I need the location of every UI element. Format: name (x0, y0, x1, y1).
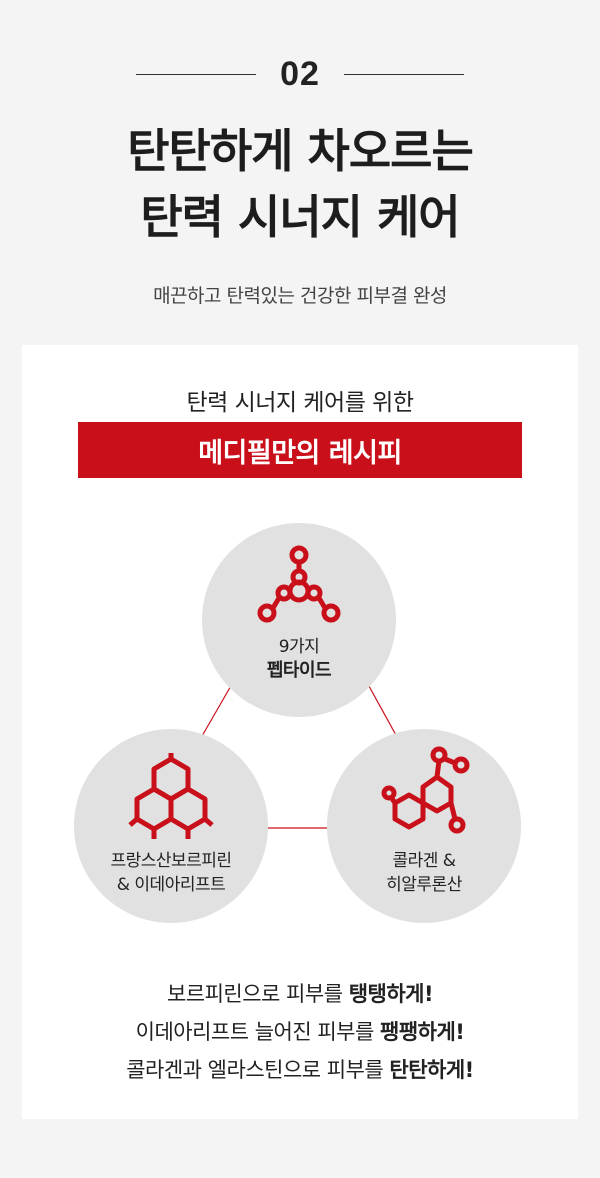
divider-left (136, 73, 257, 75)
section-number: 02 (280, 54, 320, 93)
ingredient-line-1: 프랑스산보르피린 (110, 851, 232, 871)
ingredient-label: 콜라겐 & 히알루론산 (327, 849, 521, 897)
benefit-emphasis: 팽팽하게! (380, 1020, 465, 1044)
benefit-emphasis: 탄탄하게! (389, 1058, 474, 1082)
benefit-emphasis: 탱탱하게! (348, 982, 434, 1006)
benefit-line: 보르피린으로 피부를 탱탱하게! (22, 975, 578, 1013)
benefit-text: 이데아리프트 늘어진 피부를 (135, 1020, 380, 1044)
ingredient-label: 프랑스산보르피린 & 이데아리프트 (74, 849, 268, 897)
ingredient-line-1: 콜라겐 & (392, 851, 456, 871)
benefit-text: 보르피린으로 피부를 (166, 982, 349, 1006)
molecule-icon (257, 545, 341, 623)
chain-molecule-icon (381, 746, 470, 834)
headline-line-1: 탄탄하게 차오르는 (127, 124, 474, 178)
ingredient-porphyrin: 프랑스산보르피린 & 이데아리프트 (74, 729, 268, 923)
benefit-line: 콜라겐과 엘라스틴으로 피부를 탄탄하게! (22, 1051, 578, 1089)
ingredient-line-2: 히알루론산 (386, 875, 462, 895)
benefit-text: 콜라겐과 엘라스틴으로 피부를 (126, 1058, 390, 1082)
benefit-list: 보르피린으로 피부를 탱탱하게! 이데아리프트 늘어진 피부를 팽팽하게! 콜라… (22, 975, 578, 1089)
benefit-line: 이데아리프트 늘어진 피부를 팽팽하게! (22, 1013, 578, 1051)
ingredient-collagen: 콜라겐 & 히알루론산 (327, 729, 521, 923)
subline: 매끈하고 탄력있는 건강한 피부결 완성 (153, 285, 447, 307)
headline-line-2: 탄력 시너지 케어 (140, 190, 460, 244)
card-intro: 탄력 시너지 케어를 위한 (186, 390, 414, 416)
ingredient-peptide: 9가지 펩타이드 (202, 523, 396, 717)
ingredient-line-2: 펩타이드 (266, 660, 332, 681)
divider-right (343, 73, 464, 75)
recipe-banner: 메디필만의 레시피 (78, 422, 522, 478)
section-number-row: 02 (0, 52, 600, 96)
ingredient-line-2: & 이데아리프트 (116, 875, 226, 895)
headline: 탄탄하게 차오르는 탄력 시너지 케어 (0, 118, 600, 250)
recipe-card: 탄력 시너지 케어를 위한 메디필만의 레시피 9가지 펩타이드 (22, 345, 578, 1119)
ingredient-line-1: 9가지 (278, 637, 320, 657)
hexagon-honeycomb-icon (128, 753, 214, 839)
ingredient-label: 9가지 펩타이드 (202, 635, 396, 683)
